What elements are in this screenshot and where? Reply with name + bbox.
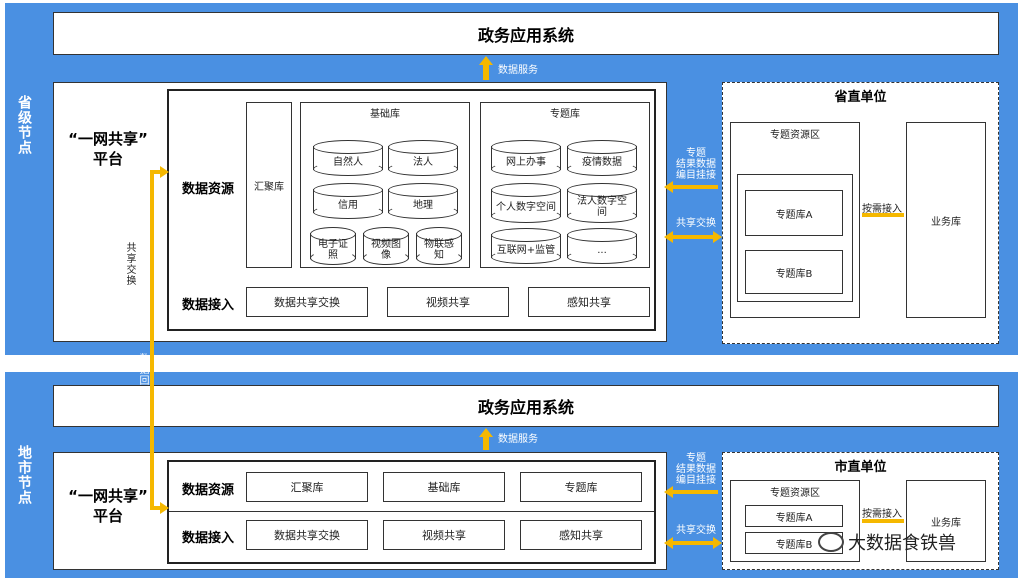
hub-library: 汇聚库 [246, 102, 292, 268]
cylinder-legal-space: 法人数字空间 [567, 183, 637, 223]
topic-library-title: 专题库 [550, 108, 580, 120]
cylinder-personal-space: 个人数字空间 [491, 183, 561, 223]
on-demand-arrow [862, 213, 904, 217]
res-base: 基础库 [383, 472, 505, 502]
topic-zone-title: 专题资源区 [770, 129, 820, 141]
business-db: 业务库 [906, 122, 986, 318]
cylinder-more: ... [567, 228, 637, 264]
exchange-arrow-right-head-municipal [713, 537, 722, 549]
exchange-arrow-shaft [672, 235, 714, 239]
catalog-arrow-shaft [672, 185, 718, 189]
catalog-arrow-head-municipal [664, 486, 673, 498]
acc-data-exchange: 数据共享交换 [246, 520, 368, 550]
cylinder-epidemic-data: 疫情数据 [567, 140, 637, 176]
data-service-arrow-municipal [479, 428, 493, 450]
data-service-arrow [479, 56, 493, 80]
municipal-node-label: 地市节点 [16, 445, 32, 505]
topic-lib-a: 专题库A [745, 190, 843, 236]
flow-back-top-stub [150, 170, 162, 174]
data-resources-label-municipal: 数据资源 [182, 483, 235, 498]
data-access-label: 数据接入 [182, 298, 235, 313]
topic-result-catalog-label: 专题 结果数据 编目挂接 [676, 148, 716, 181]
base-library-title: 基础库 [370, 108, 400, 120]
cylinder-legal-person: 法人 [388, 140, 458, 176]
platform-title: “一网共享” 平台 [68, 130, 148, 168]
cylinder-iot-sensing: 物联感知 [416, 227, 462, 265]
municipal-topic-lib-a: 专题库A [745, 505, 843, 527]
share-exchange-right-label-municipal: 共享交换 [676, 525, 716, 536]
gov-app-system-title-municipal: 政务应用系统 [53, 385, 999, 427]
exchange-arrow-left-head-municipal [664, 537, 673, 549]
wechat-watermark: 大数据食铁兽 [818, 528, 956, 556]
topic-lib-b: 专题库B [745, 250, 843, 294]
acc-video-share: 视频共享 [383, 520, 505, 550]
data-service-label-municipal: 数据服务 [498, 434, 538, 445]
flow-back-top-head [160, 166, 169, 178]
flow-back-bottom-head [160, 502, 169, 514]
data-resources-label: 数据资源 [182, 182, 235, 197]
flow-back-label: 数据回流 [137, 353, 148, 397]
catalog-arrow-head [664, 181, 673, 193]
access-data-exchange: 数据共享交换 [246, 287, 368, 317]
data-service-label: 数据服务 [498, 65, 538, 76]
res-hub: 汇聚库 [246, 472, 368, 502]
on-demand-arrow-municipal [862, 519, 904, 523]
platform-title-municipal: “一网共享” 平台 [68, 487, 148, 525]
provincial-unit-title: 省直单位 [834, 89, 887, 105]
cylinder-online-affairs: 网上办事 [491, 140, 561, 176]
exchange-arrow-right-head [713, 231, 722, 243]
provincial-node-label: 省级节点 [16, 95, 32, 155]
data-access-label-municipal: 数据接入 [182, 531, 235, 546]
wechat-icon [818, 532, 844, 552]
watermark-text: 大数据食铁兽 [848, 533, 956, 554]
exchange-arrow-shaft-municipal [672, 541, 714, 545]
access-video-share: 视频共享 [387, 287, 509, 317]
on-demand-label-municipal: 按需接入 [862, 509, 902, 520]
exchange-arrow-left-head [664, 231, 673, 243]
flow-back-bottom-stub [150, 506, 162, 510]
acc-sensing-share: 感知共享 [520, 520, 642, 550]
share-exchange-label: 共享交换 [124, 242, 135, 286]
cylinder-credit: 信用 [313, 183, 383, 219]
share-exchange-right-label: 共享交换 [676, 218, 716, 229]
on-demand-label: 按需接入 [862, 204, 902, 215]
municipal-topic-zone-title: 专题资源区 [770, 487, 820, 499]
topic-result-catalog-label-municipal: 专题 结果数据 编目挂接 [676, 453, 716, 486]
catalog-arrow-shaft-municipal [672, 490, 718, 494]
municipal-business-db: 业务库 [906, 480, 986, 562]
cylinder-e-license: 电子证照 [310, 227, 356, 265]
cylinder-natural-person: 自然人 [313, 140, 383, 176]
municipal-divider [169, 511, 654, 512]
access-sensing-share: 感知共享 [528, 287, 650, 317]
flow-back-line [150, 170, 154, 510]
gov-app-system-title: 政务应用系统 [53, 12, 999, 55]
res-topic: 专题库 [520, 472, 642, 502]
cylinder-internet-supervision: 互联网+监管 [491, 228, 561, 264]
cylinder-geography: 地理 [388, 183, 458, 219]
cylinder-video-image: 视频图像 [363, 227, 409, 265]
municipal-unit-title: 市直单位 [834, 459, 887, 475]
